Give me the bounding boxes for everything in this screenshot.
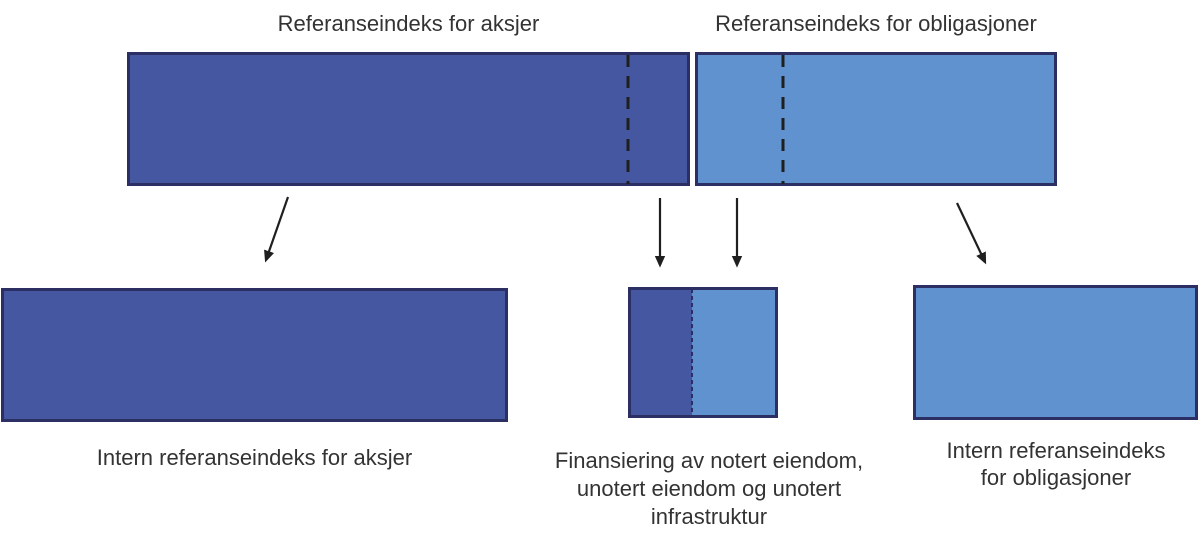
funding-label: Finansiering av notert eiendom, unotert …: [554, 448, 864, 529]
internal-bonds-index-label: Intern referanseindeks for obligasjoner: [946, 438, 1166, 490]
equities-reference-index-box: [127, 52, 690, 186]
internal-equities-index-label: Intern referanseindeks for aksjer: [96, 445, 413, 470]
funding-equities-share: [631, 290, 693, 415]
funding-box: [628, 287, 778, 418]
equities-reference-index-title: Referanseindeks for aksjer: [277, 11, 540, 36]
bonds-reference-index-box: [695, 52, 1057, 186]
arrow-bonds-to-internal-icon: [956, 202, 987, 265]
arrow-equities-to-internal-icon: [264, 196, 290, 263]
internal-bonds-index-box: [913, 285, 1198, 420]
internal-equities-index-box: [1, 288, 508, 422]
funding-bonds-share: [692, 290, 775, 415]
bonds-reference-index-title: Referanseindeks for obligasjoner: [715, 11, 1037, 36]
